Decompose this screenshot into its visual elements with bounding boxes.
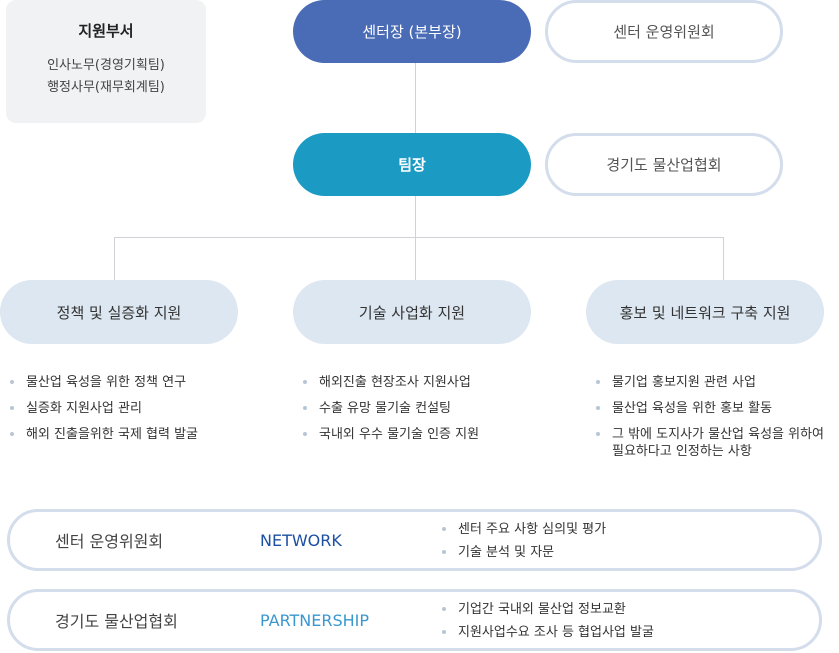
- support-department-box: 지원부서 인사노무(경영기획팀) 행정사무(재무회계팀): [6, 0, 206, 123]
- support-line-admin: 행정사무(재무회계팀): [47, 80, 165, 95]
- division-promo-list: 물기업 홍보지원 관련 사업 물산업 육성을 위한 홍보 활동 그 밖에 도지사…: [594, 374, 839, 469]
- partnership-bar: 경기도 물산업협회 PARTNERSHIP 기업간 국내외 물산업 정보교환 지…: [7, 589, 822, 651]
- division-promo: 홍보 및 네트워크 구축 지원: [586, 280, 824, 344]
- list-item: 수출 유망 물기술 컨설팅: [301, 400, 561, 417]
- division-policy-list: 물산업 육성을 위한 정책 연구 실증화 지원사업 관리 해외 진출을위한 국제…: [8, 374, 268, 452]
- partnership-items: 기업간 국내외 물산업 정보교환 지원사업수요 조사 등 협업사업 발굴: [440, 601, 654, 647]
- list-item: 지원사업수요 조사 등 협업사업 발굴: [440, 624, 654, 641]
- list-item: 국내외 우수 물기술 인증 지원: [301, 426, 561, 443]
- list-item: 해외진출 현장조사 지원사업: [301, 374, 561, 391]
- partnership-tag: PARTNERSHIP: [260, 610, 370, 630]
- list-item: 실증화 지원사업 관리: [8, 400, 268, 417]
- connector-right-drop: [723, 237, 724, 280]
- list-item: 기술 분석 및 자문: [440, 544, 606, 561]
- connector-horizontal-branch: [114, 237, 724, 238]
- connector-left-drop: [114, 237, 115, 280]
- list-item: 해외 진출을위한 국제 협력 발굴: [8, 426, 268, 443]
- association-node: 경기도 물산업협회: [545, 133, 783, 196]
- network-items: 센터 주요 사항 심의및 평가 기술 분석 및 자문: [440, 521, 606, 567]
- list-item: 센터 주요 사항 심의및 평가: [440, 521, 606, 538]
- partnership-bar-name: 경기도 물산업협회: [55, 612, 178, 631]
- support-line-hr: 인사노무(경영기획팀): [47, 58, 165, 73]
- network-tag: NETWORK: [260, 530, 342, 550]
- director-node: 센터장 (본부장): [293, 0, 531, 63]
- list-item: 물산업 육성을 위한 홍보 활동: [594, 400, 839, 417]
- team-lead-node: 팀장: [293, 133, 531, 196]
- network-bar: 센터 운영위원회 NETWORK 센터 주요 사항 심의및 평가 기술 분석 및…: [7, 509, 822, 571]
- division-tech-list: 해외진출 현장조사 지원사업 수출 유망 물기술 컨설팅 국내외 우수 물기술 …: [301, 374, 561, 452]
- list-item: 물산업 육성을 위한 정책 연구: [8, 374, 268, 391]
- support-title: 지원부서: [78, 22, 134, 40]
- division-tech: 기술 사업화 지원: [293, 280, 531, 344]
- list-item: 기업간 국내외 물산업 정보교환: [440, 601, 654, 618]
- network-bar-name: 센터 운영위원회: [55, 532, 164, 551]
- division-policy: 정책 및 실증화 지원: [0, 280, 238, 344]
- committee-node: 센터 운영위원회: [545, 0, 783, 63]
- list-item: 그 밖에 도지사가 물산업 육성을 위하여 필요하다고 인정하는 사항: [594, 426, 839, 460]
- list-item: 물기업 홍보지원 관련 사업: [594, 374, 839, 391]
